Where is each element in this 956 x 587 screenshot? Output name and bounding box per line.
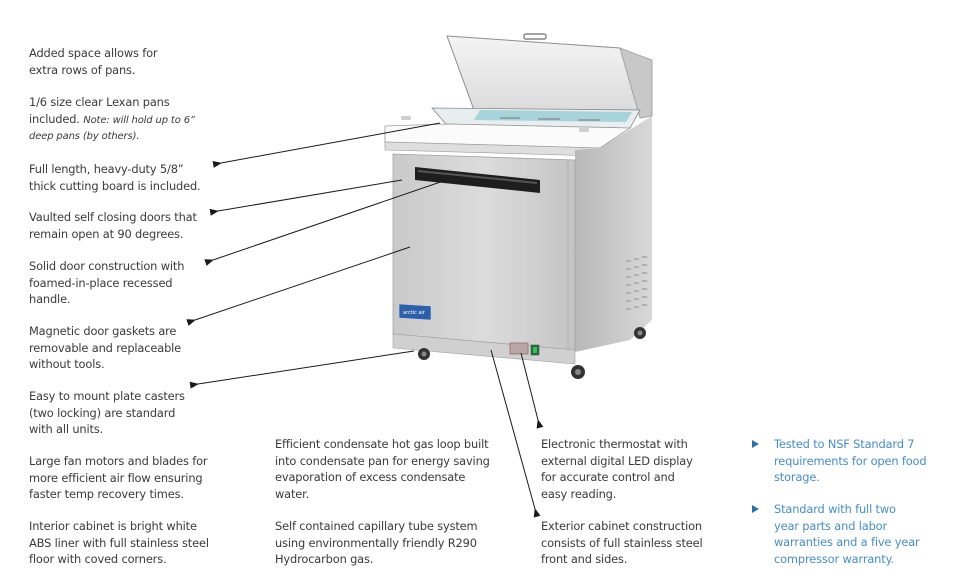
triangle-bullet-icon bbox=[752, 440, 759, 448]
arrow-handle bbox=[204, 176, 456, 266]
cutting-board bbox=[384, 116, 632, 157]
callout-capillary-system: Self contained capillary tube system usi… bbox=[275, 519, 478, 566]
casters bbox=[418, 327, 646, 379]
callout-lexan-pans: 1/6 size clear Lexan pans included. Note… bbox=[29, 95, 195, 142]
door bbox=[392, 153, 576, 351]
highlight-nsf-standard: Tested to NSF Standard 7 requirements fo… bbox=[752, 436, 927, 486]
arrow-doors bbox=[209, 179, 403, 216]
callout-gaskets: Magnetic door gaskets are removable and … bbox=[29, 324, 182, 371]
arrow-thermostat bbox=[520, 352, 544, 429]
callout-vaulted-doors: Vaulted self closing doors that remain o… bbox=[29, 210, 197, 241]
lid bbox=[446, 33, 653, 119]
arrow-exterior bbox=[490, 349, 541, 518]
callout-arrows bbox=[186, 122, 544, 518]
pan-well bbox=[431, 107, 641, 129]
callout-thermostat: Electronic thermostat with external digi… bbox=[541, 437, 693, 501]
thermostat-display bbox=[509, 342, 529, 355]
arrow-casters bbox=[189, 350, 415, 389]
callout-casters: Easy to mount plate casters (two locking… bbox=[29, 389, 185, 436]
callout-exterior-cabinet: Exterior cabinet construction consists o… bbox=[541, 519, 703, 566]
arrow-gaskets bbox=[186, 246, 411, 326]
cabinet-side bbox=[575, 116, 652, 352]
callout-fan-motors: Large fan motors and blades for more eff… bbox=[29, 454, 208, 501]
kickplate bbox=[392, 333, 576, 365]
triangle-bullet-icon bbox=[752, 505, 759, 513]
highlight-warranty: Standard with full two year parts and la… bbox=[752, 501, 920, 567]
callout-solid-door: Solid door construction with foamed-in-p… bbox=[29, 259, 185, 306]
arrow-cutting-board bbox=[212, 122, 441, 168]
callout-condensate-loop: Efficient condensate hot gas loop built … bbox=[275, 437, 490, 501]
callout-cutting-board: Full length, heavy-duty 5/8” thick cutti… bbox=[29, 162, 201, 193]
svg-text:arctic air: arctic air bbox=[403, 310, 426, 316]
brand-badge: arctic air bbox=[398, 303, 432, 321]
callout-interior-cabinet: Interior cabinet is bright white ABS lin… bbox=[29, 519, 209, 566]
callout-added-space: Added space allows for extra rows of pan… bbox=[29, 46, 158, 77]
